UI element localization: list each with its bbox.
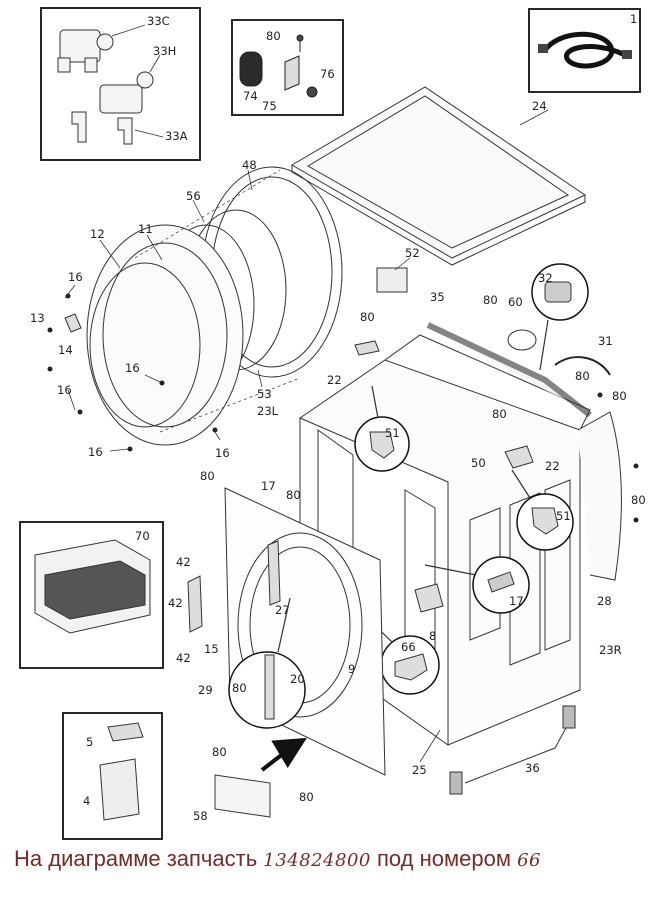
- label-13: 13: [30, 311, 45, 325]
- label-80-l: 80: [212, 745, 227, 759]
- label-80-e: 80: [360, 310, 375, 324]
- label-80-b: 80: [483, 293, 498, 307]
- label-22-b: 22: [545, 459, 560, 473]
- label-16-c: 16: [57, 383, 72, 397]
- label-1: 1: [630, 12, 637, 26]
- label-42-b: 42: [168, 596, 183, 610]
- label-17-a: 17: [261, 479, 276, 493]
- label-23l: 23L: [257, 404, 279, 418]
- label-50: 50: [471, 456, 486, 470]
- label-23r: 23R: [599, 643, 622, 657]
- inset-control-panel: 70: [19, 521, 164, 669]
- label-12: 12: [90, 227, 105, 241]
- label-58: 58: [193, 809, 208, 823]
- label-16-b: 16: [125, 361, 140, 375]
- label-42-c: 42: [176, 651, 191, 665]
- label-29: 29: [198, 683, 213, 697]
- label-28: 28: [597, 594, 612, 608]
- label-16-e: 16: [215, 446, 230, 460]
- label-36: 36: [525, 761, 540, 775]
- label-4: 4: [83, 794, 90, 808]
- label-42-a: 42: [176, 555, 191, 569]
- label-80-k: 80: [232, 681, 247, 695]
- label-8: 8: [429, 629, 436, 643]
- label-70: 70: [135, 529, 150, 543]
- label-25: 25: [412, 763, 427, 777]
- label-51-right: 51: [556, 509, 571, 523]
- inset-capacitor: 80 74 75 76: [231, 19, 344, 116]
- ring-screws: [47, 293, 218, 452]
- label-60: 60: [508, 295, 523, 309]
- front-panel-29: [224, 487, 386, 776]
- label-80-d: 80: [612, 389, 627, 403]
- label-31: 31: [598, 334, 613, 348]
- label-33h: 33H: [153, 44, 176, 58]
- label-5: 5: [86, 735, 93, 749]
- label-16-a: 16: [68, 270, 83, 284]
- caption-item-number: 66: [517, 850, 541, 871]
- label-51-left: 51: [385, 426, 400, 440]
- label-22-a: 22: [327, 373, 342, 387]
- label-14: 14: [58, 343, 73, 357]
- label-35: 35: [430, 290, 445, 304]
- inset-inlet-hose: 1: [528, 8, 641, 93]
- label-80-h: 80: [631, 493, 646, 507]
- label-56: 56: [186, 189, 201, 203]
- label-80-capacitor: 80: [266, 29, 281, 43]
- label-48: 48: [242, 158, 257, 172]
- caption-part-number: 134824800: [263, 850, 371, 871]
- label-9: 9: [348, 662, 355, 676]
- diagram-caption: На диаграмме запчасть 134824800 под номе…: [14, 846, 541, 872]
- label-80-c: 80: [575, 369, 590, 383]
- label-53: 53: [257, 387, 272, 401]
- inset-door-lock: 5 4: [62, 712, 163, 840]
- caption-middle: под номером: [377, 846, 511, 871]
- label-74: 74: [243, 89, 258, 103]
- label-33c: 33C: [147, 14, 170, 28]
- label-17-b: 17: [509, 594, 524, 608]
- inset-water-valves: 33C 33H 33A: [40, 7, 201, 161]
- caption-prefix: На диаграмме запчасть: [14, 846, 258, 871]
- label-80-i: 80: [286, 488, 301, 502]
- label-80-g: 80: [200, 469, 215, 483]
- label-80-m: 80: [299, 790, 314, 804]
- label-52: 52: [405, 246, 420, 260]
- door-ring-assembly: [86, 166, 343, 446]
- top-cover-24: [291, 86, 587, 266]
- label-32: 32: [538, 271, 553, 285]
- label-24: 24: [532, 99, 547, 113]
- label-80-f: 80: [492, 407, 507, 421]
- label-16-d: 16: [88, 445, 103, 459]
- label-66: 66: [401, 640, 416, 654]
- label-33a: 33A: [165, 129, 188, 143]
- label-15: 15: [204, 642, 219, 656]
- label-76: 76: [320, 67, 335, 81]
- label-75: 75: [262, 99, 277, 113]
- label-11: 11: [138, 222, 153, 236]
- label-20: 20: [290, 672, 305, 686]
